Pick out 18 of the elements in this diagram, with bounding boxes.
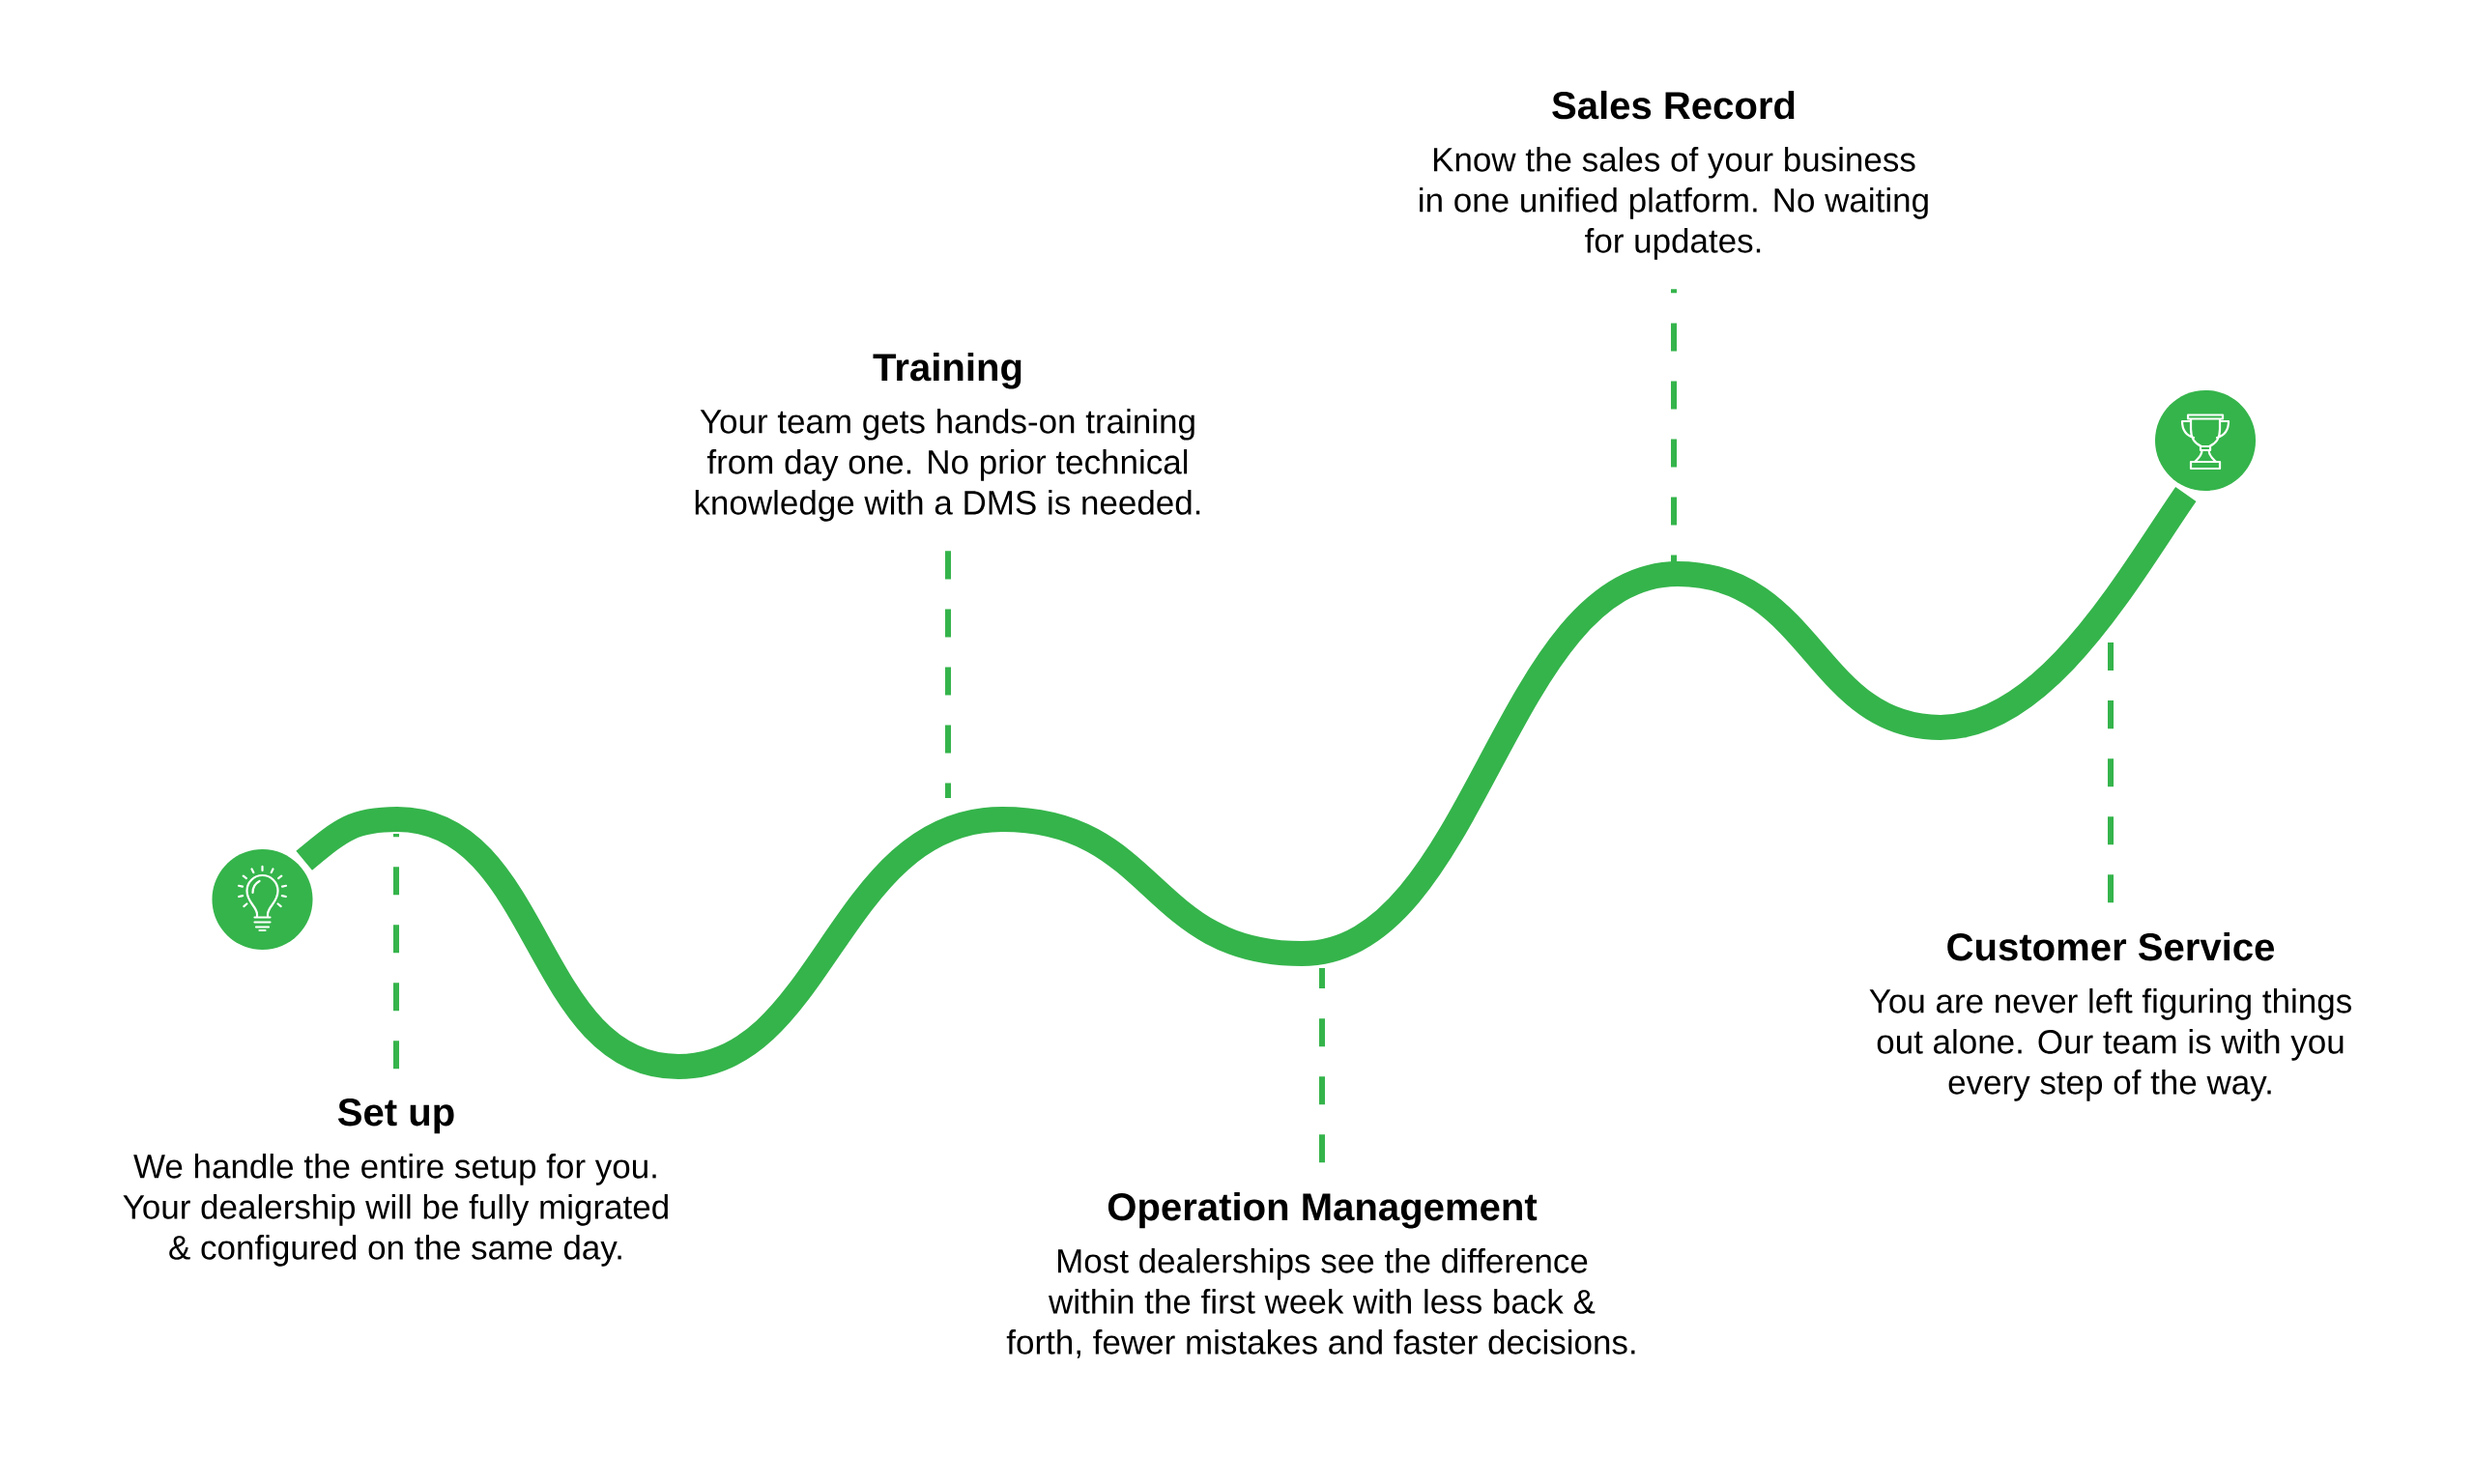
icon-circle	[2155, 389, 2257, 491]
icon-circle	[212, 848, 313, 951]
wavy-line	[296, 487, 2197, 1079]
leader-line	[1319, 968, 1325, 1163]
step-description: Most dealerships see the difference within the first week with less back & forth, fewer mistakes and faster decisions.	[1006, 1248, 1635, 1358]
leader-line	[393, 834, 399, 1070]
step-title: Set up	[337, 1099, 454, 1134]
step-title: Operation Management	[1108, 1191, 1538, 1229]
leader-line	[1671, 289, 1677, 562]
step-description: You are never left figuring things out alone. Our team is with you every step of the way.	[1869, 988, 2351, 1101]
step-description: Know the sales of your business in one unified platform. No waiting for updates.	[1420, 147, 1928, 260]
leader-line	[2108, 640, 2114, 903]
step-title: Sales Record	[1552, 90, 1795, 120]
leader-line	[945, 551, 951, 798]
step-description: Your team gets hands-on training from day one. No prior technical knowledge with a DMS is needed.	[695, 409, 1200, 522]
step-title: Customer Service	[1947, 931, 2274, 961]
step-description: We handle the entire setup for you. Your dealership will be fully migrated & configured on the same day.	[123, 1154, 668, 1267]
step-title: Training	[873, 352, 1021, 389]
